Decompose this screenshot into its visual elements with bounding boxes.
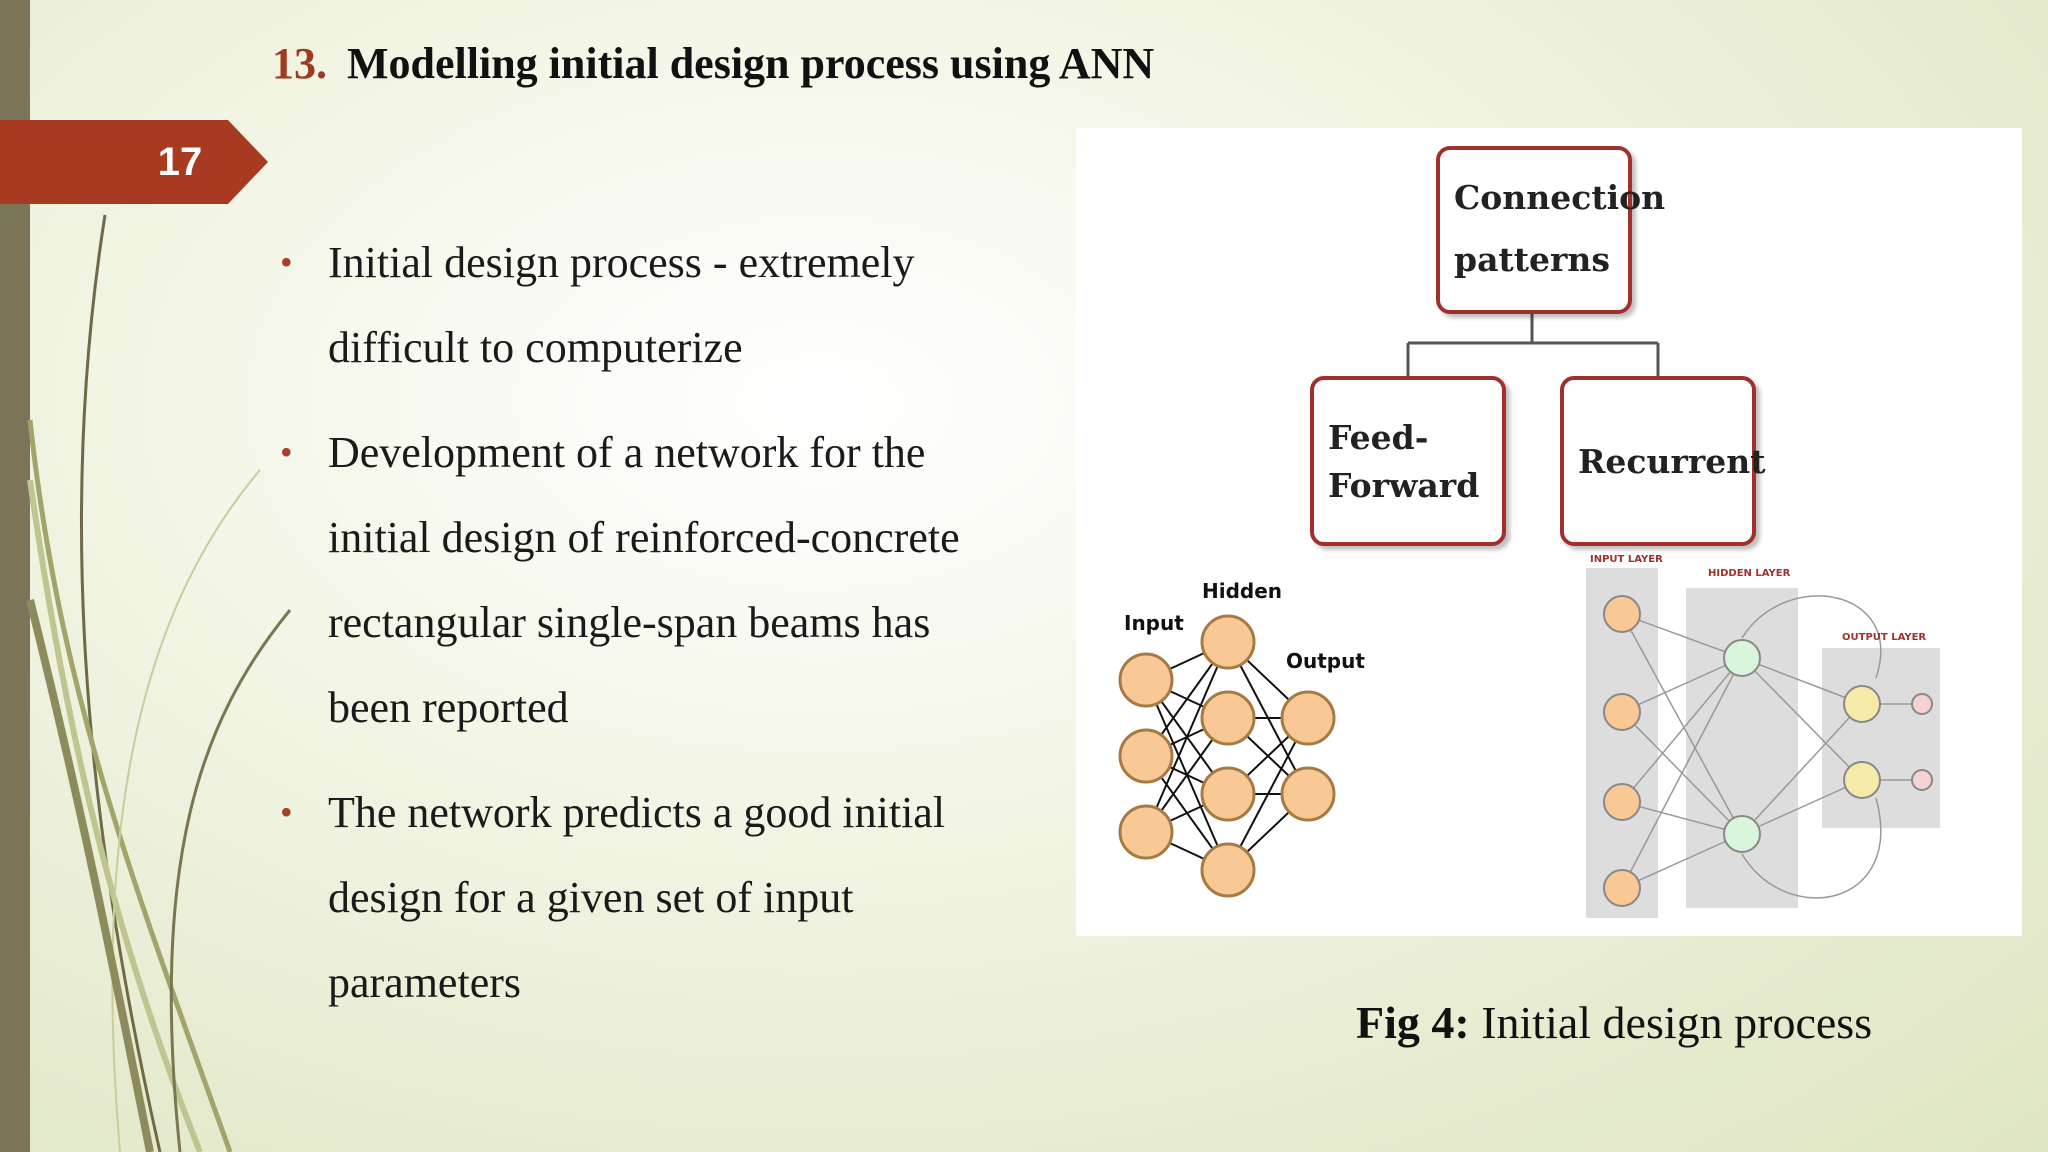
ff-edge — [1227, 717, 1309, 871]
rnn-output-node — [1843, 685, 1881, 723]
bullet-line: Initial design process - extremely — [328, 238, 915, 287]
title-number: 13. — [272, 39, 327, 88]
bullet-item: • Initial design process - extremely dif… — [272, 220, 1032, 390]
ff-node — [1118, 804, 1174, 860]
caption-label: Fig 4: — [1356, 997, 1470, 1048]
ff-node — [1118, 728, 1174, 784]
recurrent-network-diagram: INPUT LAYER HIDDEN LAYER OUTPUT LAYER — [1586, 554, 1940, 918]
box-label: patterns — [1454, 240, 1610, 279]
caption-text: Initial design process — [1469, 997, 1873, 1048]
ff-node — [1200, 614, 1256, 670]
rnn-edge — [1621, 657, 1743, 713]
rnn-final-node — [1911, 693, 1933, 715]
slide-title: 13. Modelling initial design process usin… — [272, 38, 1154, 89]
rnn-hidden-layer-label: HIDDEN LAYER — [1708, 568, 1791, 579]
bullet-line: parameters — [328, 958, 521, 1007]
rnn-feedback-loop — [1741, 595, 1882, 679]
rnn-input-node — [1603, 595, 1641, 633]
rnn-input-layer-label: INPUT LAYER — [1590, 554, 1663, 565]
box-label: Forward — [1328, 466, 1480, 505]
ff-edge — [1145, 641, 1229, 833]
ff-hidden-label: Hidden — [1202, 579, 1282, 603]
rnn-feedback-loop — [1741, 797, 1882, 899]
bullet-line: difficult to computerize — [328, 323, 743, 372]
bullet-list: • Initial design process - extremely dif… — [272, 220, 1032, 1045]
rnn-edge — [1621, 833, 1743, 889]
decorative-swooshes — [26, 214, 292, 1152]
bullet-line: been reported — [328, 683, 569, 732]
ann-figure: Connection patterns Feed- Forward Recurr… — [1076, 128, 2022, 936]
ff-input-label: Input — [1124, 611, 1184, 635]
ff-node — [1200, 690, 1256, 746]
rnn-edge — [1741, 703, 1863, 835]
slide-number-tab — [0, 120, 268, 204]
ff-output-label: Output — [1286, 649, 1365, 673]
ff-node — [1280, 690, 1336, 746]
bullet-line: initial design of reinforced-concrete — [328, 513, 960, 562]
box-label: Recurrent — [1578, 442, 1766, 481]
bullet-item: • Development of a network for the initi… — [272, 410, 1032, 750]
rnn-edge — [1621, 801, 1743, 835]
rnn-edge — [1741, 657, 1863, 705]
rnn-edge — [1621, 613, 1743, 659]
slide-number: 17 — [157, 140, 203, 184]
bullet-marker: • — [280, 432, 293, 472]
connection-patterns-box: Connection patterns — [1436, 146, 1665, 314]
ff-node — [1200, 766, 1256, 822]
ff-node — [1280, 766, 1336, 822]
rnn-hidden-layer-bg — [1686, 588, 1798, 908]
bullet-line: The network predicts a good initial — [328, 788, 946, 837]
bullet-marker: • — [280, 792, 293, 832]
rnn-input-node — [1603, 869, 1641, 907]
rnn-edge — [1621, 657, 1743, 803]
recurrent-box: Recurrent — [1560, 376, 1766, 546]
figure-caption: Fig 4: Initial design process — [1356, 996, 1872, 1049]
rnn-edge — [1741, 657, 1863, 781]
rnn-hidden-node — [1723, 639, 1761, 677]
rnn-edge — [1741, 779, 1863, 835]
title-text: Modelling initial design process using A… — [347, 39, 1155, 88]
bullet-item: • The network predicts a good initial de… — [272, 770, 1032, 1025]
rnn-edge — [1621, 657, 1743, 889]
tree-connectors — [1406, 314, 1660, 376]
rnn-output-layer-label: OUTPUT LAYER — [1842, 632, 1926, 643]
rnn-input-node — [1603, 783, 1641, 821]
rnn-hidden-node — [1723, 815, 1761, 853]
bullet-line: design for a given set of input — [328, 873, 854, 922]
ff-node — [1200, 842, 1256, 898]
rnn-edge — [1621, 613, 1743, 835]
ff-node — [1118, 652, 1174, 708]
rnn-final-node — [1911, 769, 1933, 791]
box-label: Connection — [1454, 178, 1666, 217]
rnn-output-layer-bg — [1822, 648, 1940, 828]
bullet-marker: • — [280, 242, 293, 282]
bullet-line: rectangular single-span beams has — [328, 598, 931, 647]
box-label: Feed- — [1328, 418, 1429, 457]
bullet-line: Development of a network for the — [328, 428, 926, 477]
rnn-input-node — [1603, 693, 1641, 731]
feed-forward-box: Feed- Forward — [1310, 376, 1506, 546]
rnn-output-node — [1843, 761, 1881, 799]
